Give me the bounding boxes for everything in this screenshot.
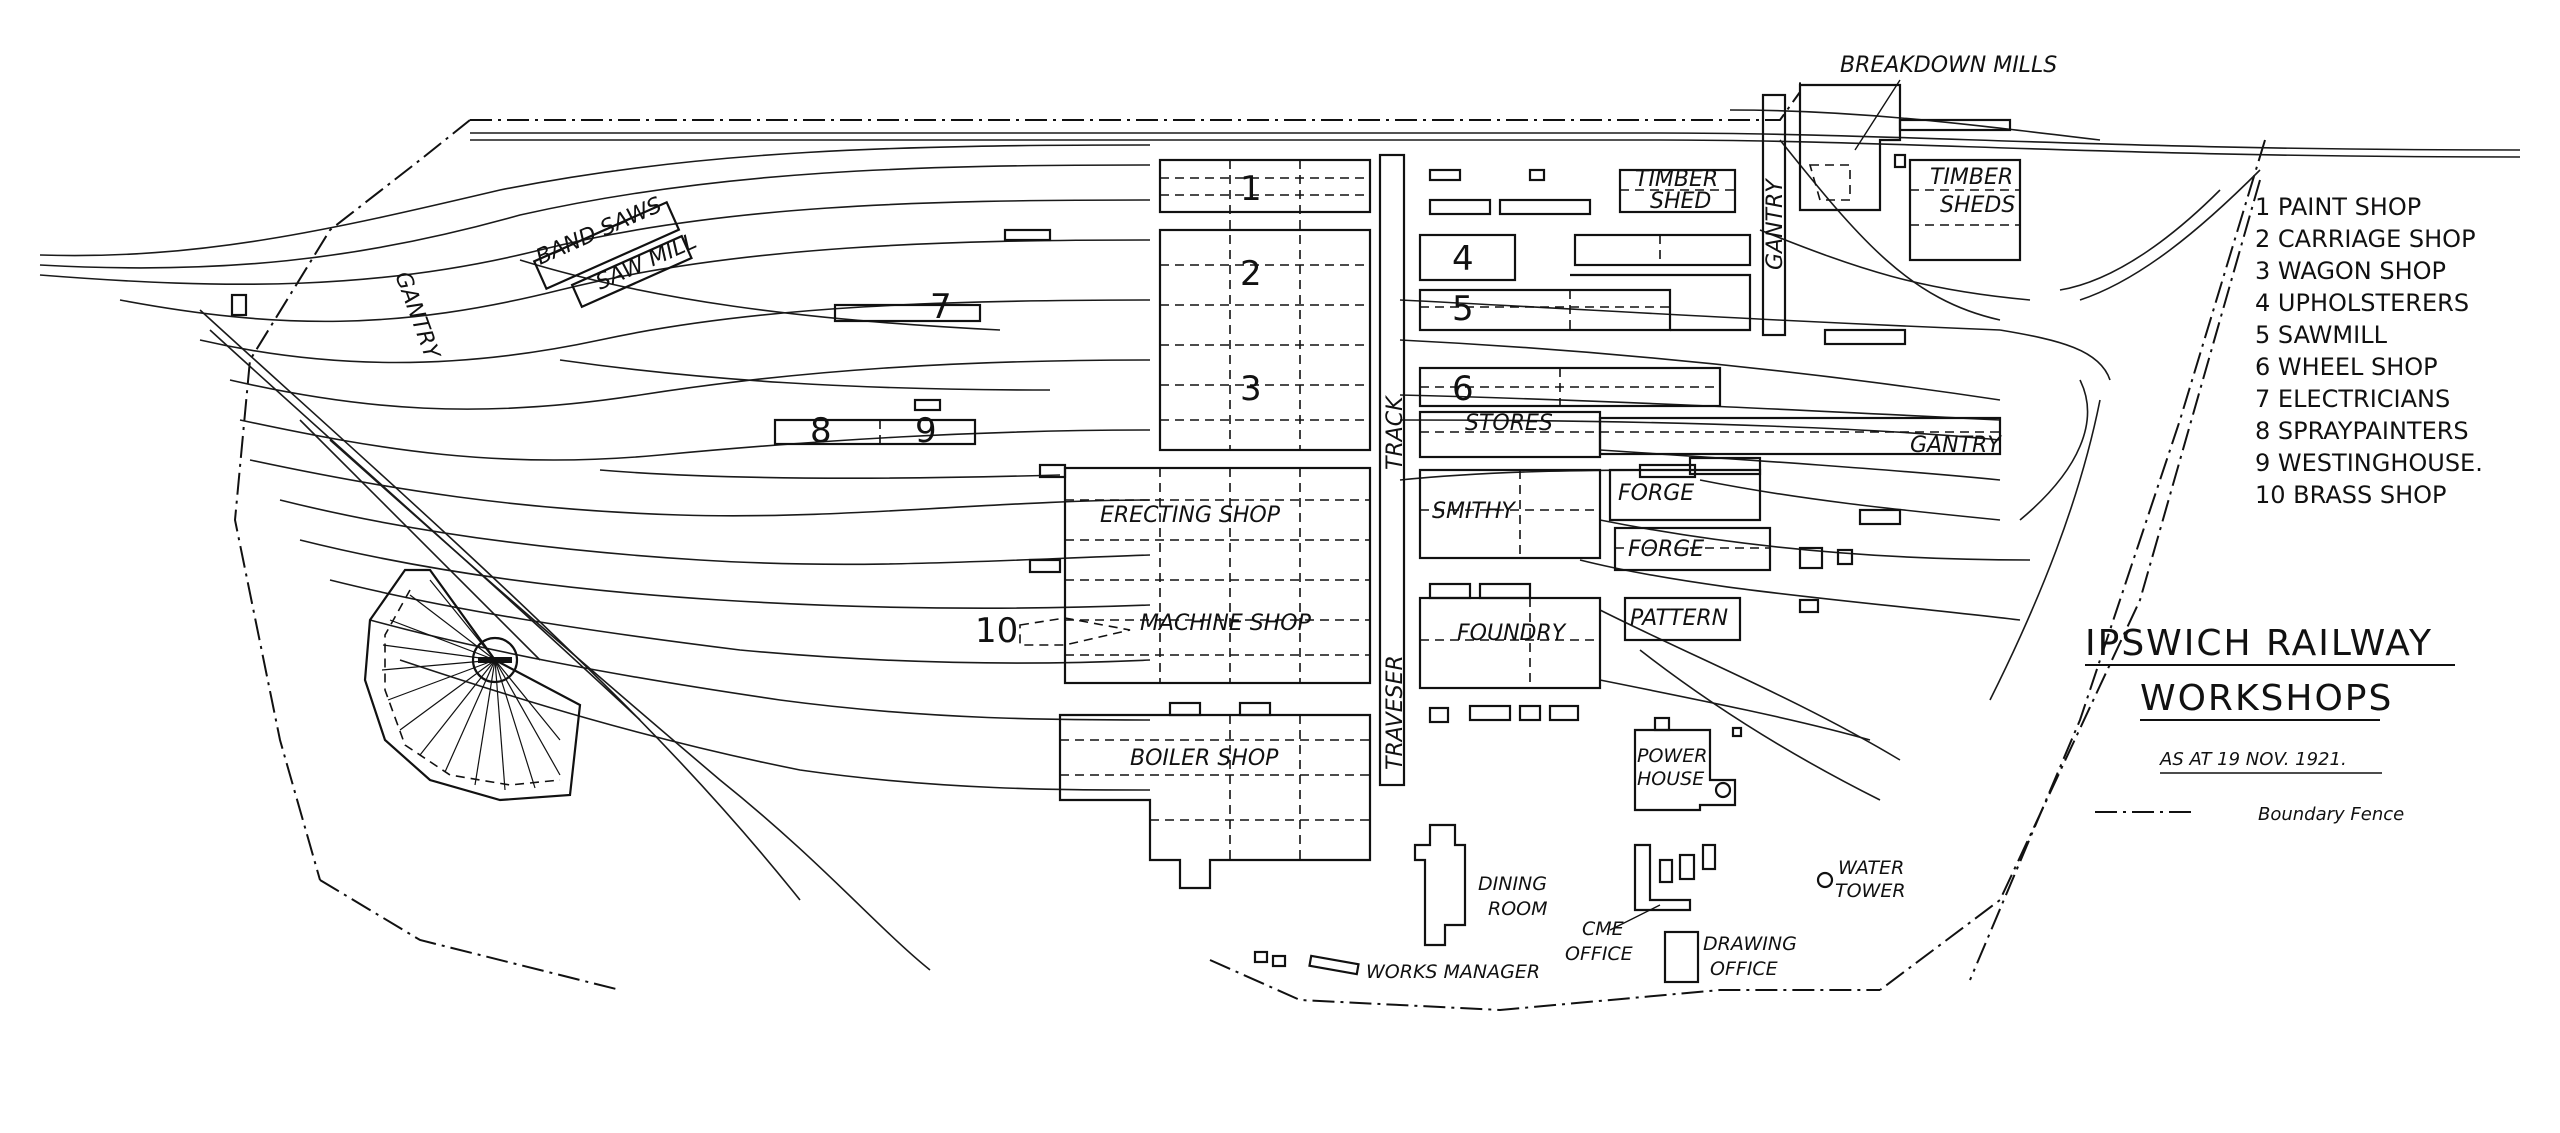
key-item-10: 10 BRASS SHOP (2255, 481, 2447, 509)
label-breakdown-mills: BREAKDOWN MILLS (1840, 53, 2057, 78)
number-1: 1 (1240, 169, 1262, 209)
number-4: 4 (1452, 239, 1474, 279)
number-2: 2 (1240, 254, 1262, 294)
key-item-2: 2 CARRIAGE SHOP (2255, 225, 2476, 253)
label-dining-1: DINING (1478, 873, 1547, 895)
erecting-machine-shop (1063, 466, 1372, 685)
number-8: 8 (810, 411, 832, 451)
label-track: TRACK (1383, 395, 1408, 470)
electricians (833, 303, 982, 323)
key-item-4: 4 UPHOLSTERERS (2255, 289, 2469, 317)
number-3: 3 (1240, 369, 1262, 409)
number-5: 5 (1452, 289, 1474, 329)
saw-mill (570, 234, 693, 309)
map-title-line-2: WORKSHOPS (2140, 678, 2393, 719)
label-gantry-top: GANTRY (1763, 178, 1788, 270)
label-timber-shed: TIMBER (1635, 167, 1718, 192)
label-timber-sheds-2: SHEDS (1940, 193, 2015, 218)
label-cme-2: OFFICE (1565, 943, 1633, 965)
label-timber-shed-2: SHED (1650, 189, 1711, 214)
label-machine-shop: MACHINE SHOP (1140, 611, 1312, 636)
label-gantry-left: GANTRY (389, 269, 444, 364)
gantry-top (1761, 93, 1787, 337)
label-erecting-shop: ERECTING SHOP (1100, 503, 1281, 528)
label-forge-1: FORGE (1618, 481, 1694, 506)
forge-upper (1608, 468, 1762, 522)
label-drawing-1: DRAWING (1703, 933, 1797, 955)
traverser-track (1378, 153, 1406, 787)
forge-lower (1613, 526, 1772, 572)
label-timber-sheds: TIMBER (1930, 165, 2013, 190)
power-house (1633, 728, 1737, 812)
label-foundry: FOUNDRY (1457, 621, 1567, 646)
label-dining-2: ROOM (1488, 898, 1548, 920)
number-7: 7 (930, 287, 952, 327)
label-pattern: PATTERN (1630, 606, 1728, 631)
boiler-shop (1058, 713, 1372, 890)
timber-sheds (1908, 158, 2022, 262)
key-item-3: 3 WAGON SHOP (2255, 257, 2446, 285)
key-item-7: 7 ELECTRICIANS (2255, 385, 2450, 413)
water-tower (1816, 871, 1834, 889)
label-smithy: SMITHY (1432, 499, 1516, 524)
label-drawing-2: OFFICE (1710, 958, 1778, 980)
label-power-house-1: POWER (1637, 745, 1707, 767)
key-item-8: 8 SPRAYPAINTERS (2255, 417, 2469, 445)
dining-room (1413, 823, 1467, 947)
band-saws (532, 200, 681, 291)
timber-shed (1618, 168, 1737, 214)
label-water-1: WATER (1838, 857, 1904, 879)
upholsterers (1418, 233, 1517, 282)
fence-legend-label: Boundary Fence (2258, 804, 2404, 825)
key-item-5: 5 SAWMILL (2255, 321, 2388, 349)
label-cme-1: CME (1582, 918, 1624, 940)
spraypainters-westinghouse (773, 418, 977, 446)
title-block: IPSWICH RAILWAY WORKSHOPS AS AT 19 NOV. … (2085, 623, 2455, 825)
label-stores: STORES (1465, 411, 1553, 436)
label-forge-2: FORGE (1628, 537, 1704, 562)
label-traverser: TRAVESER (1383, 655, 1408, 770)
buildings (230, 83, 2022, 984)
key-item-1: 1 PAINT SHOP (2255, 193, 2421, 221)
breakdown-mills (1798, 83, 1902, 212)
turntable (363, 568, 582, 802)
number-6: 6 (1452, 369, 1474, 409)
smithy (1418, 468, 1602, 560)
label-boiler-shop: BOILER SHOP (1130, 746, 1279, 771)
works-manager-house (1308, 954, 1360, 976)
sawmill (1418, 288, 1672, 332)
number-9: 9 (915, 411, 937, 451)
key-item-9: 9 WESTINGHOUSE. (2255, 449, 2483, 477)
legend-key: 1 PAINT SHOP 2 CARRIAGE SHOP 3 WAGON SHO… (2255, 193, 2483, 509)
number-10: 10 (975, 611, 1018, 651)
cme-office (1633, 843, 1692, 912)
label-power-house-2: HOUSE (1637, 768, 1704, 790)
label-gantry-right: GANTRY (1910, 433, 2002, 458)
paint-shop (1158, 158, 1372, 214)
map-date: AS AT 19 NOV. 1921. (2159, 749, 2347, 770)
drawing-office (1663, 930, 1700, 984)
map-title-line-1: IPSWICH RAILWAY (2085, 623, 2433, 664)
carriage-wagon-shop (1158, 228, 1372, 452)
pattern-shop (1623, 596, 1742, 642)
label-works-manager: WORKS MANAGER (1366, 961, 1540, 983)
key-item-6: 6 WHEEL SHOP (2255, 353, 2438, 381)
shop-numbers: 1 2 3 4 5 6 7 8 9 10 (810, 169, 1474, 651)
label-water-2: TOWER (1835, 880, 1906, 902)
railway-tracks (39, 109, 2521, 971)
